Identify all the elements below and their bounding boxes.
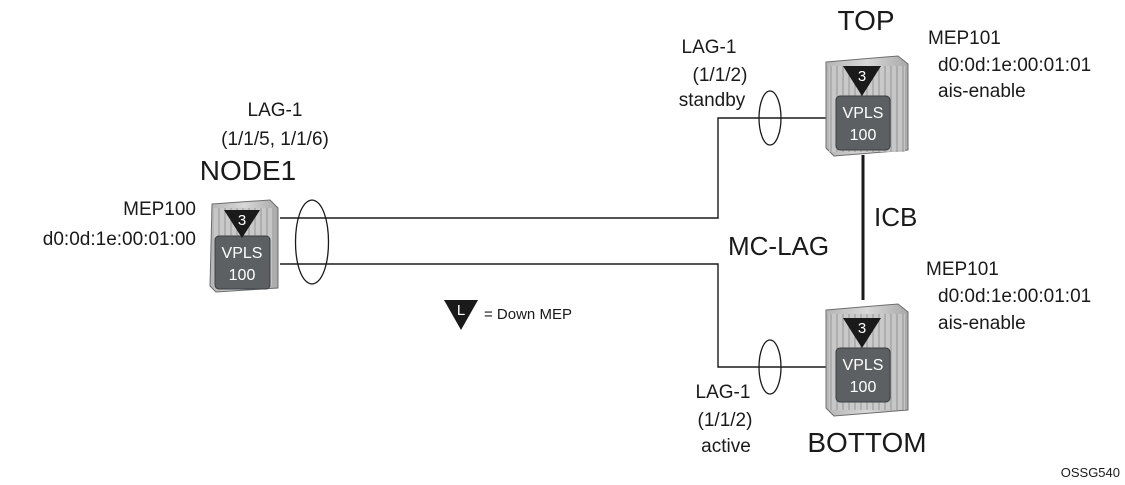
mclag-label: MC-LAG [728,231,829,261]
bottom-mep-option: ais-enable [938,313,1026,334]
node1-lag-ports: (1/1/5, 1/1/6) [221,129,329,150]
bottom-mep-name: MEP101 [926,259,999,280]
node1-down-mep-icon[interactable] [224,210,260,238]
link-node1-bottom [280,263,826,368]
bottom-lag-ports: (1/1/2) [698,410,753,431]
top-mep-option: ais-enable [938,81,1026,102]
top-service-name: VPLS [843,105,884,122]
bottom-lag-title: LAG-1 [696,382,751,403]
bottom-name: BOTTOM [807,427,926,458]
lag-rings [294,90,782,395]
top-lag-title: LAG-1 [682,37,737,58]
top-router[interactable]: VPLS 100 3 [825,55,909,157]
node1-lag-title: LAG-1 [248,100,303,121]
bottom-lag-ring [758,339,782,395]
node1-router[interactable]: VPLS 100 3 [209,199,279,293]
top-mep-level: 3 [858,68,866,85]
top-mep-mac: d0:0d:1e:00:01:01 [938,55,1091,76]
top-service-id: 100 [850,127,877,144]
top-lag-state: standby [679,90,746,111]
top-name: TOP [837,5,894,36]
node1-mep-level: 3 [238,212,246,229]
bottom-mep-mac: d0:0d:1e:00:01:01 [938,286,1091,307]
node1-mep-mac: d0:0d:1e:00:01:00 [43,229,196,250]
bottom-service-id: 100 [850,379,877,396]
bottom-mep-level: 3 [858,320,866,337]
node1-service-id: 100 [229,267,256,284]
bottom-service-box[interactable] [835,347,891,403]
figure-id: OSSG540 [1061,465,1120,480]
bottom-router[interactable]: VPLS 100 3 [825,303,909,417]
top-lag-ports: (1/1/2) [693,65,748,86]
top-mep-name: MEP101 [928,28,1001,49]
node1-name: NODE1 [200,155,296,186]
legend: L = Down MEP [444,300,572,330]
links-group [280,117,865,368]
link-node1-top [280,117,826,219]
icb-label: ICB [874,202,917,232]
legend-text: = Down MEP [484,306,572,323]
legend-symbol-letter: L [457,302,465,319]
top-down-mep-icon[interactable] [843,66,881,96]
top-lag-ring [758,90,782,146]
bottom-down-mep-icon[interactable] [843,318,881,348]
bottom-service-name: VPLS [843,357,884,374]
node1-lag-ring [294,199,330,285]
legend-down-mep-icon [444,300,478,330]
node1-service-name: VPLS [222,245,263,262]
node1-mep-name: MEP100 [123,199,196,220]
bottom-lag-state: active [701,436,751,457]
top-service-box[interactable] [835,95,891,151]
